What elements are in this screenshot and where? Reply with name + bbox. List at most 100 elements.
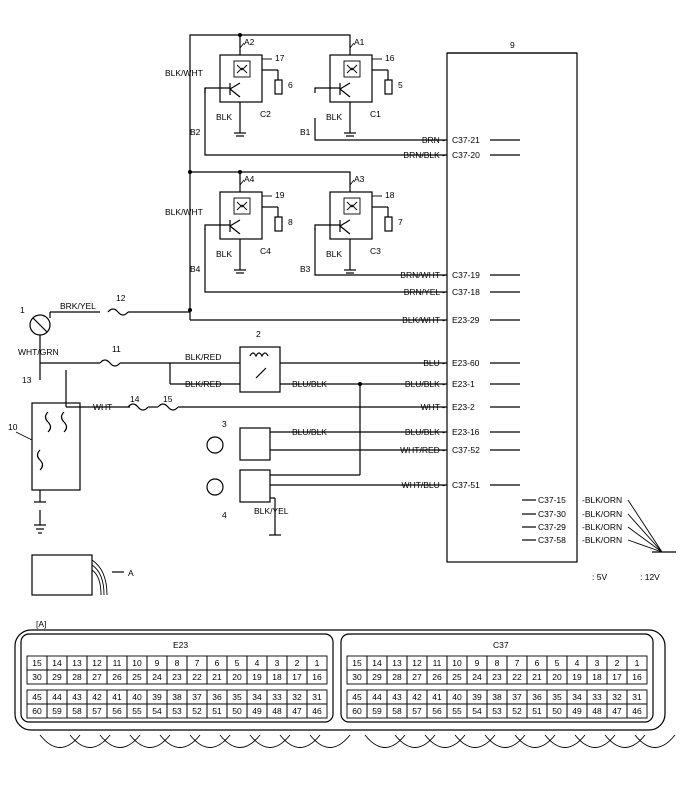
pin-number: 37 [192,692,202,702]
pin-number: 7 [195,658,200,668]
ground-pin: C37-58-BLK/ORN [522,535,663,553]
pin-number: 41 [432,692,442,702]
pin-number: 49 [252,706,262,716]
pin-number: 6 [215,658,220,668]
connector-name: C37 [493,640,509,650]
pin-number: 22 [192,672,202,682]
pin-terminal-label: C37-18 [452,287,480,297]
power-bus: BLK/WHT BLK/WHT [165,33,447,321]
pin-number: 9 [475,658,480,668]
pin-number: 40 [132,692,142,702]
pin-number: 19 [252,672,262,682]
pin-wire-label: BRN/YEL - [404,287,445,297]
wire-label: BLK/WHT [165,68,203,78]
pin-number: 51 [532,706,542,716]
pin-terminal-label: C37-51 [452,480,480,490]
pin-number: 30 [32,672,42,682]
pin-number: 17 [612,672,622,682]
pin-number: 33 [272,692,282,702]
pin-number: 1 [315,658,320,668]
pin-number: 22 [512,672,522,682]
ground-wire-label: -BLK/ORN [582,522,622,532]
pin-number: 24 [152,672,162,682]
pin-number: 46 [632,706,642,716]
pin-number: 1 [635,658,640,668]
pin-number: 30 [352,672,362,682]
coil-ground-label: BLK [216,112,232,122]
pin-number: 44 [372,692,382,702]
component-number: 15 [163,394,173,404]
wire-label: BRK/YEL [60,301,96,311]
pin-number: 48 [272,706,282,716]
component-number: 12 [116,293,126,303]
pin-terminal-label: C37-19 [452,270,480,280]
pin-number: 32 [612,692,622,702]
pin-number: 31 [312,692,322,702]
pin-number: 60 [352,706,362,716]
pin-number: 11 [113,658,122,668]
pin-number: 2 [615,658,620,668]
coil-ctrl-label: C4 [260,246,271,256]
pin-number: 58 [392,706,402,716]
ignition-switch: 1 BRK/YEL 12 WHT/GRN 13 11 BLK/RED BLK/R… [18,293,447,412]
pin-number: 25 [452,672,462,682]
pin-number: 52 [192,706,202,716]
pin-number: 50 [232,706,242,716]
pin-number: 18 [592,672,602,682]
spark-plug-number: 8 [288,217,293,227]
wire-label: BLK/RED [185,379,221,389]
pin-number: 57 [412,706,422,716]
coil-number: 19 [275,190,285,200]
pin-number: 59 [52,706,62,716]
pin-number: 11 [433,658,442,668]
coil-terminal-label: A4 [244,174,255,184]
spark-plug-number: 5 [398,80,403,90]
ground-terminal-label: C37-15 [538,495,566,505]
ground-pin: C37-29-BLK/ORN [522,522,663,553]
pin-number: 41 [112,692,122,702]
pin-number: 54 [472,706,482,716]
pin-number: 12 [92,658,102,668]
component-number: 14 [130,394,140,404]
pin-number: 13 [392,658,402,668]
pin-terminal-label: E23-2 [452,402,475,412]
pin-number: 27 [92,672,102,682]
pin-number: 18 [272,672,282,682]
pin-number: 35 [552,692,562,702]
coil-terminal-label: A1 [354,37,365,47]
pin-number: 16 [312,672,322,682]
pin-number: 14 [372,658,382,668]
pin-number: 36 [532,692,542,702]
wire-label: BLU/BLK [292,427,327,437]
pin-number: 38 [492,692,502,702]
pin-terminal-label: E23-60 [452,358,480,368]
pin-number: 13 [72,658,82,668]
pin-wire-label: BLK/WHT - [402,315,445,325]
coil-ctrl-label: C2 [260,109,271,119]
ecm-ground-pins: C37-15-BLK/ORNC37-30-BLK/ORNC37-29-BLK/O… [522,495,676,553]
pin-terminal-label: E23-29 [452,315,480,325]
coil-terminal-label: A2 [244,37,255,47]
pin-wire-label: BRN - [422,135,445,145]
pin-number: 42 [92,692,102,702]
pin-number: 12 [412,658,422,668]
pin-number: 35 [232,692,242,702]
connector-name: E23 [173,640,188,650]
pin-number: 15 [352,658,362,668]
reference-label: A [128,568,134,578]
coil-number: 16 [385,53,395,63]
pin-number: 24 [472,672,482,682]
coil-b-wire-label: B3 [300,264,311,274]
pin-wire-label: BRN/WHT - [400,270,445,280]
pin-number: 20 [552,672,562,682]
ground-wire-label: -BLK/ORN [582,509,622,519]
connector-title: [A] [36,619,46,629]
pin-number: 23 [172,672,182,682]
coil-ctrl-label: C1 [370,109,381,119]
wire-label: WHT [93,402,112,412]
component-number: 1 [20,305,25,315]
pin-number: 39 [152,692,162,702]
pin-number: 47 [292,706,302,716]
